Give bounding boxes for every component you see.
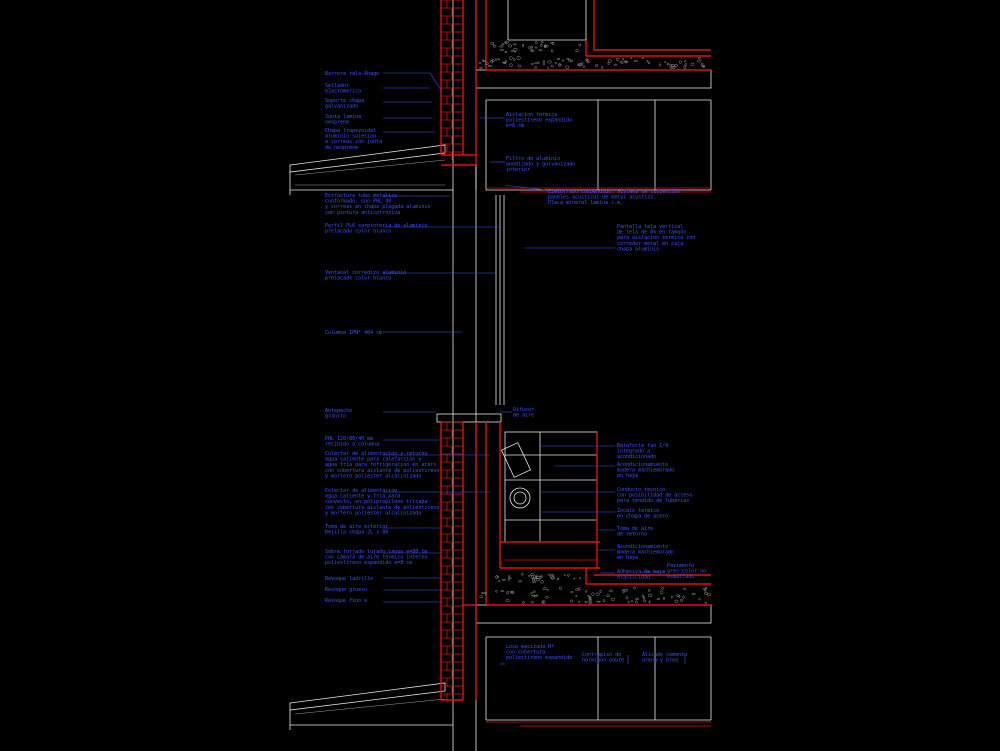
label-left-17: Revoque fino a [325, 598, 367, 604]
label-left-15: Revoque ladrillo [325, 576, 373, 582]
outline-geometry [289, 0, 712, 751]
section-cut-lines [440, 0, 711, 727]
label-left-0: Barrera tela-Ahago [325, 71, 379, 77]
brick-wall-upper [441, 0, 463, 160]
label-left-8: Columna IPN* 404 cm. [325, 330, 385, 336]
label-right-2: Cielorraso suspendido. Sistema de suspen… [548, 189, 680, 206]
leader-lines [383, 72, 686, 665]
brick-wall-lower [441, 421, 463, 702]
concrete-texture [478, 40, 712, 605]
label-left-16: Revoque grueso [325, 587, 367, 593]
